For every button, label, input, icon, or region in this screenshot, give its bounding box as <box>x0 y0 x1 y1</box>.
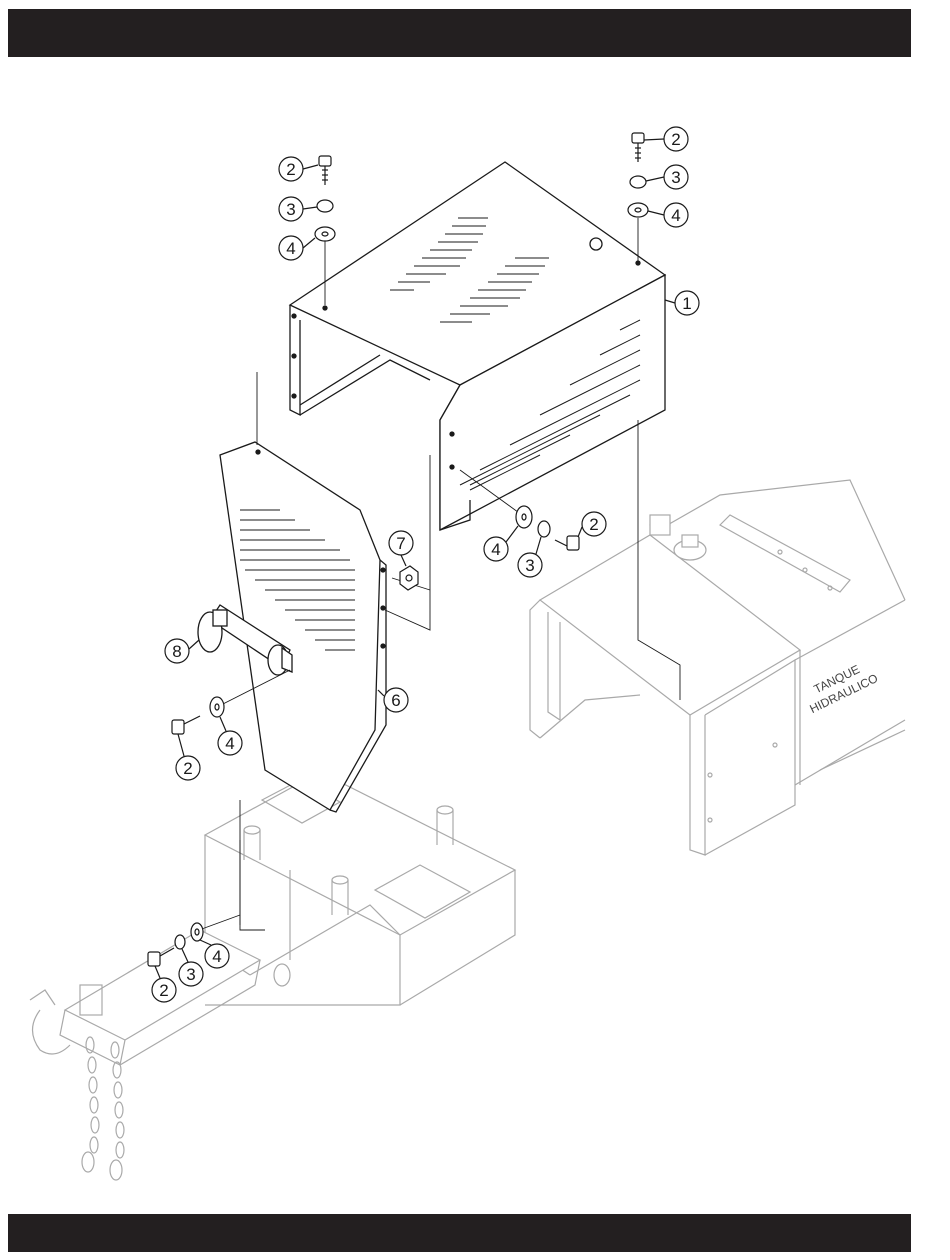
callout-number: 2 <box>286 160 295 179</box>
callout-number: 4 <box>491 540 500 559</box>
bolt-top-left <box>319 156 331 185</box>
lock-washer-right <box>538 521 550 537</box>
callout-number: 4 <box>286 239 295 258</box>
lock-washer-top-right <box>630 176 646 188</box>
callout-number: 6 <box>391 691 400 710</box>
callout-number: 2 <box>159 981 168 1000</box>
callout-number: 2 <box>589 515 598 534</box>
callout-number: 2 <box>183 759 192 778</box>
safety-chains <box>82 1037 124 1180</box>
callout-number: 3 <box>286 200 295 219</box>
callout-number: 3 <box>186 965 195 984</box>
trailer-frame <box>30 772 515 1180</box>
callout-number: 3 <box>525 556 534 575</box>
callout-number: 3 <box>671 168 680 187</box>
callout-number: 4 <box>212 947 221 966</box>
cover-part-1 <box>290 162 665 530</box>
footer-bar <box>8 1214 911 1252</box>
tank-label: TANQUE HIDRAULICO <box>800 657 880 716</box>
callout-number: 2 <box>671 130 680 149</box>
lock-washer-top-left <box>317 200 333 212</box>
callout-number: 8 <box>172 642 181 661</box>
lock-washer-bottom <box>175 935 185 949</box>
callout-number: 4 <box>671 206 680 225</box>
callout-number: 4 <box>225 734 234 753</box>
bolt-top-right <box>632 133 644 162</box>
bolt-left <box>172 716 200 734</box>
bolt-right <box>555 536 579 550</box>
callout-number: 1 <box>682 294 691 313</box>
callout-number: 7 <box>396 534 405 553</box>
